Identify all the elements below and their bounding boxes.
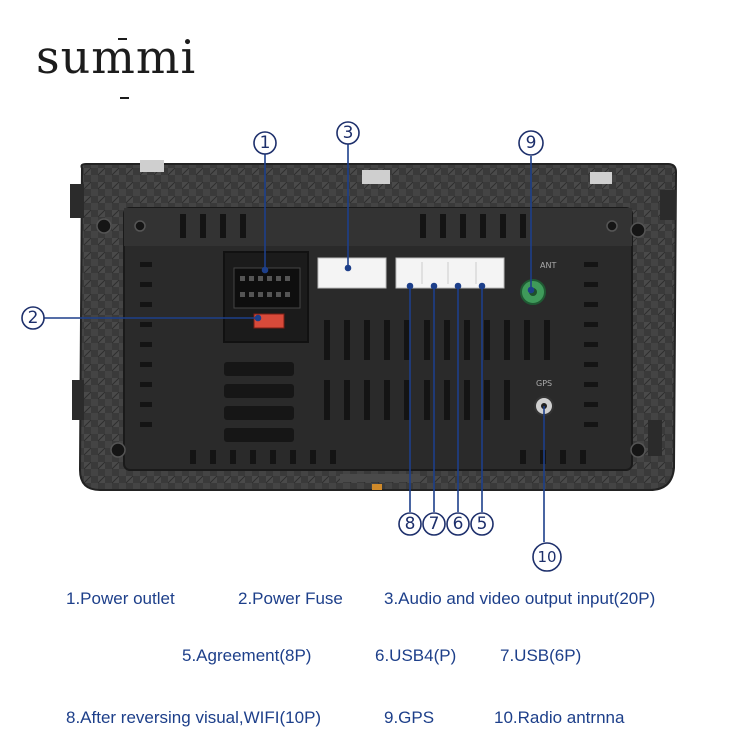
legend-radio-antenna: 10.Radio antrnna [494,708,625,727]
svg-text:5: 5 [477,514,488,534]
circle-number-icon [532,542,562,572]
legend-usb6: 7.USB(6P) [500,646,582,665]
svg-text:7: 7 [429,514,440,534]
circle-number-icon [470,512,494,536]
svg-text:9: 9 [526,133,537,153]
svg-text:2: 2 [28,308,39,328]
legend-power-outlet: 1.Power outlet [66,589,175,608]
side-tab-left [70,184,84,218]
multi-connector-block [395,257,505,289]
svg-text:10: 10 [537,548,556,566]
circle-number-icon [336,121,360,145]
logo-accent-bottom [120,97,129,99]
svg-text:1: 1 [260,133,271,153]
callout-8: 8 [398,512,422,536]
power-outlet-socket [233,267,301,309]
inner-plate [123,207,633,471]
power-outlet-pins [240,276,290,297]
callout-10: 10 [532,542,562,572]
circle-number-icon [518,130,544,156]
circle-number-icon [422,512,446,536]
callout-7: 7 [422,512,446,536]
svg-text:8: 8 [405,514,416,534]
side-tab-right-lower [648,420,662,456]
rear-panel-diagram: ANT GPS 1 2 3 9 [21,121,678,572]
inner-plate-header [124,208,632,246]
legend-audio-video: 3.Audio and video output input(20P) [384,589,656,608]
brand-logo: summi [36,30,197,84]
legend-gps: 9.GPS [384,708,435,727]
callout-5: 5 [470,512,494,536]
audio-video-connector [317,257,387,289]
circle-number-icon [398,512,422,536]
legend-agreement: 5.Agreement(8P) [182,646,312,665]
mount-tab-right-top [590,172,612,184]
ventilation-slots [140,214,598,464]
callout-9: 9 [518,130,544,156]
callout-3: 3 [336,121,360,145]
callout-1: 1 [253,131,277,155]
left-slot-stack [224,362,294,442]
ant-label: ANT [540,261,556,270]
legend-reversing-wifi: 8.After reversing visual,WIFI(10P) [66,708,322,727]
legend-usb4: 6.USB4(P) [375,646,457,665]
circle-number-icon [253,131,277,155]
circle-number-icon [446,512,470,536]
legend-power-fuse: 2.Power Fuse [238,589,343,608]
mount-tab-left-top [140,160,164,172]
callout-lines [44,144,545,542]
mount-tab-mid-top [362,170,390,184]
logo-accent-top [118,38,127,40]
callout-6: 6 [446,512,470,536]
svg-text:6: 6 [453,514,464,534]
callout-2: 2 [21,306,45,330]
side-tab-left-lower [72,380,84,420]
warning-mark [372,484,382,490]
screw-icon [96,218,646,458]
svg-text:3: 3 [343,123,354,143]
power-fuse [253,313,285,329]
circle-number-icon [21,306,45,330]
serial-label [340,474,420,482]
side-tab-right [660,190,676,220]
gps-label: GPS [536,379,552,388]
